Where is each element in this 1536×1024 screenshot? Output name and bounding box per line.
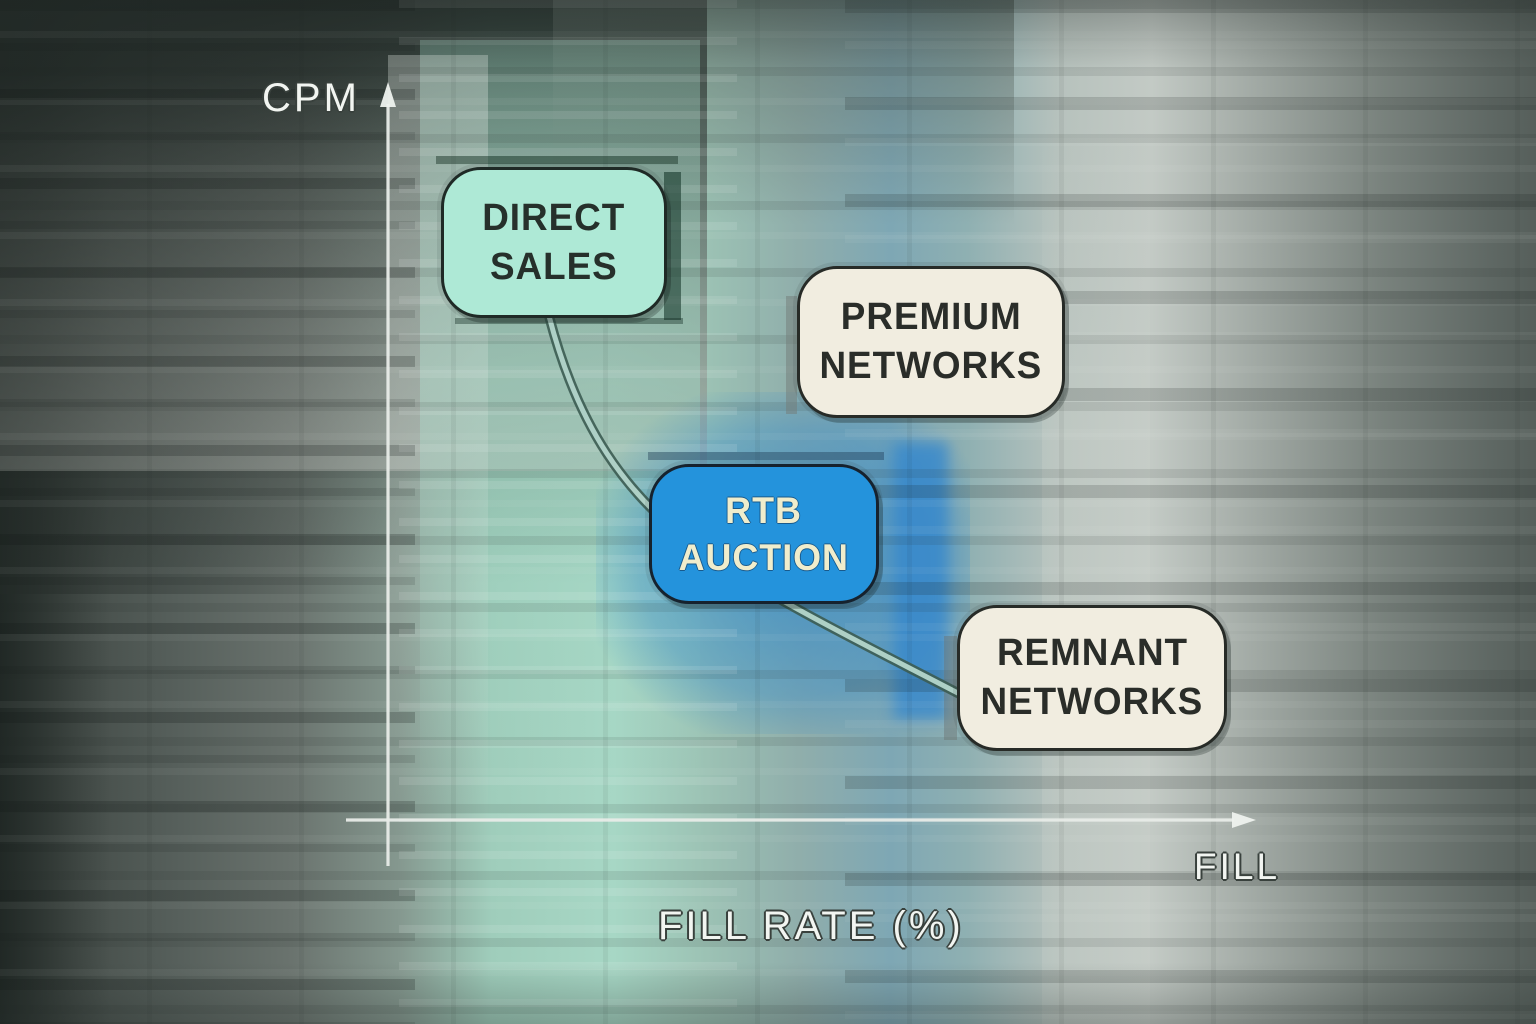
rtb-auction-label-line2: AUCTION <box>678 537 850 578</box>
premium-networks-label-line2: NETWORKS <box>819 345 1043 387</box>
glitch-accent <box>648 452 884 460</box>
background-blue-edge <box>894 442 948 720</box>
remnant-networks-label-line2: NETWORKS <box>980 681 1204 723</box>
y-axis-label: CPM <box>262 76 360 120</box>
remnant-networks-node: REMNANT NETWORKS <box>957 605 1227 751</box>
glitch-accent <box>786 296 797 414</box>
background-left-band <box>0 0 110 1024</box>
premium-networks-node: PREMIUM NETWORKS <box>797 266 1065 418</box>
direct-sales-label-line2: SALES <box>490 245 618 288</box>
x-axis-arrow-icon <box>1232 812 1256 828</box>
glitch-accent <box>944 636 957 740</box>
glitch-scanlines-right <box>844 0 1536 1024</box>
rtb-auction-label-line1: RTB <box>725 489 803 531</box>
y-axis-arrow-icon <box>380 82 396 107</box>
glitch-accent <box>436 156 678 164</box>
direct-sales-label-line1: DIRECT <box>482 196 626 239</box>
x-axis-caption: FILL RATE (%) <box>658 904 964 948</box>
x-axis-label: FILL <box>1194 846 1281 887</box>
background-mint-band <box>420 40 700 800</box>
direct-sales-node: DIRECT SALES <box>441 167 667 318</box>
remnant-networks-label-line1: REMNANT <box>996 632 1188 675</box>
premium-networks-label-line1: PREMIUM <box>840 296 1022 339</box>
background-light-strip <box>1042 120 1150 1024</box>
glitch-scanlines-left <box>0 0 415 1024</box>
glitch-accent <box>455 318 683 324</box>
rtb-auction-node: RTB AUCTION <box>649 464 879 604</box>
